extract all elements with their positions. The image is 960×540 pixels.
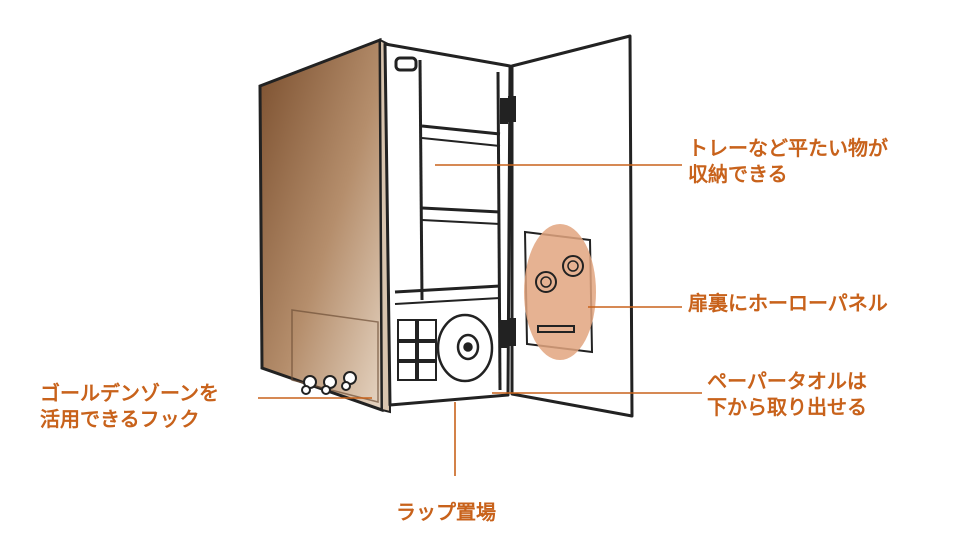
leader-lines	[258, 164, 702, 476]
callout-tray-storage: トレーなど平たい物が 収納できる	[688, 135, 888, 187]
callout-hooks: ゴールデンゾーンを 活用できるフック	[40, 380, 219, 432]
callout-wrap-line-1: ラップ置場	[396, 500, 496, 524]
panel-highlight	[524, 224, 596, 360]
callout-paper-towel: ペーパータオルは 下から取り出せる	[707, 368, 867, 420]
callout-paper-line-2: 下から取り出せる	[707, 395, 867, 419]
callout-wrap-storage: ラップ置場	[396, 499, 496, 525]
callout-tray-line-1: トレーなど平たい物が	[688, 136, 888, 160]
callout-paper-line-1: ペーパータオルは	[707, 369, 867, 393]
right-door	[500, 34, 634, 418]
callout-hook-line-2: 活用できるフック	[40, 407, 200, 431]
callout-hook-line-1: ゴールデンゾーンを	[40, 381, 219, 405]
paper-towel-roll	[436, 313, 494, 383]
callout-panel-line-1: 扉裏にホーローパネル	[688, 291, 888, 315]
hooks	[301, 371, 357, 395]
callout-tray-line-2: 収納できる	[688, 162, 788, 186]
cabinet-body	[383, 42, 512, 407]
wrap-storage	[397, 319, 437, 381]
callout-enamel-panel: 扉裏にホーローパネル	[688, 290, 888, 316]
